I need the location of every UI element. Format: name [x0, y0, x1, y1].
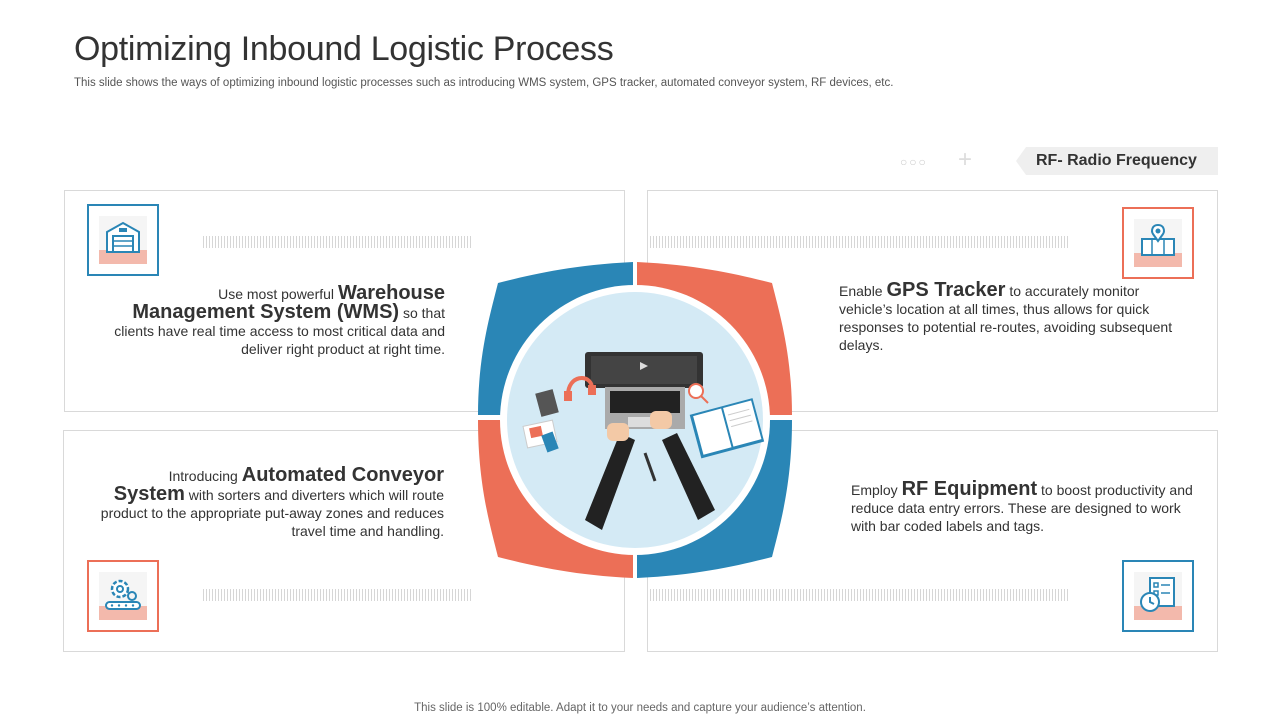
- wms-description: Use most powerful Warehouse Management S…: [100, 282, 445, 358]
- conveyor-gear-icon: [105, 579, 141, 610]
- conveyor-highlight: Automated Conveyor System: [113, 464, 444, 505]
- rf-post-text: to boost productivity and reduce data en…: [851, 482, 1193, 534]
- decorative-stripe: [650, 589, 1068, 601]
- warehouse-icon: [106, 221, 140, 253]
- notebook-icon: [535, 389, 559, 417]
- page-subtitle: This slide shows the ways of optimizing …: [74, 77, 894, 89]
- typing-hands-icon: [585, 411, 715, 530]
- magnifier-icon: [688, 383, 709, 404]
- open-book-icon: [689, 398, 765, 459]
- decorative-stripe: [203, 236, 473, 248]
- rf-description: Employ RF Equipment to boost productivit…: [851, 478, 1196, 535]
- checklist-clock-icon: [1140, 577, 1175, 612]
- photo-cards-icon: [522, 419, 559, 453]
- gps-post-text: to accurately monitor vehicle’s location…: [839, 283, 1173, 353]
- warehouse-icon-frame: [87, 204, 159, 276]
- conveyor-description: Introducing Automated Conveyor System wi…: [98, 464, 444, 540]
- wms-post-text: so that clients have real time access to…: [114, 305, 445, 357]
- page-title: Optimizing Inbound Logistic Process: [74, 30, 614, 68]
- rf-pre-text: Employ: [851, 482, 902, 498]
- conveyor-gear-icon-frame: [87, 560, 159, 632]
- headphones-icon: [564, 376, 596, 401]
- rf-highlight: RF Equipment: [901, 478, 1038, 500]
- footer-note: This slide is 100% editable. Adapt it to…: [414, 702, 866, 714]
- gps-description: Enable GPS Tracker to accurately monitor…: [839, 279, 1184, 354]
- conveyor-pre-text: Introducing: [168, 468, 242, 484]
- plus-icon: +: [958, 146, 973, 173]
- wms-highlight: Warehouse Management System (WMS): [132, 282, 445, 323]
- decorative-stripe: [203, 589, 473, 601]
- map-location-icon: [1141, 223, 1175, 256]
- rf-label-badge: RF- Radio Frequency: [1016, 147, 1218, 175]
- pen-icon: [643, 452, 657, 482]
- dots-icon: ○○○: [900, 155, 928, 169]
- conveyor-post-text: with sorters and diverters which will ro…: [100, 487, 444, 539]
- gps-pre-text: Enable: [839, 283, 887, 299]
- wms-pre-text: Use most powerful: [218, 286, 338, 302]
- map-location-icon-frame: [1122, 207, 1194, 279]
- gps-highlight: GPS Tracker: [886, 279, 1006, 301]
- checklist-clock-icon-frame: [1122, 560, 1194, 632]
- central-workspace-illustration: [478, 262, 792, 578]
- decorative-stripe: [650, 236, 1068, 248]
